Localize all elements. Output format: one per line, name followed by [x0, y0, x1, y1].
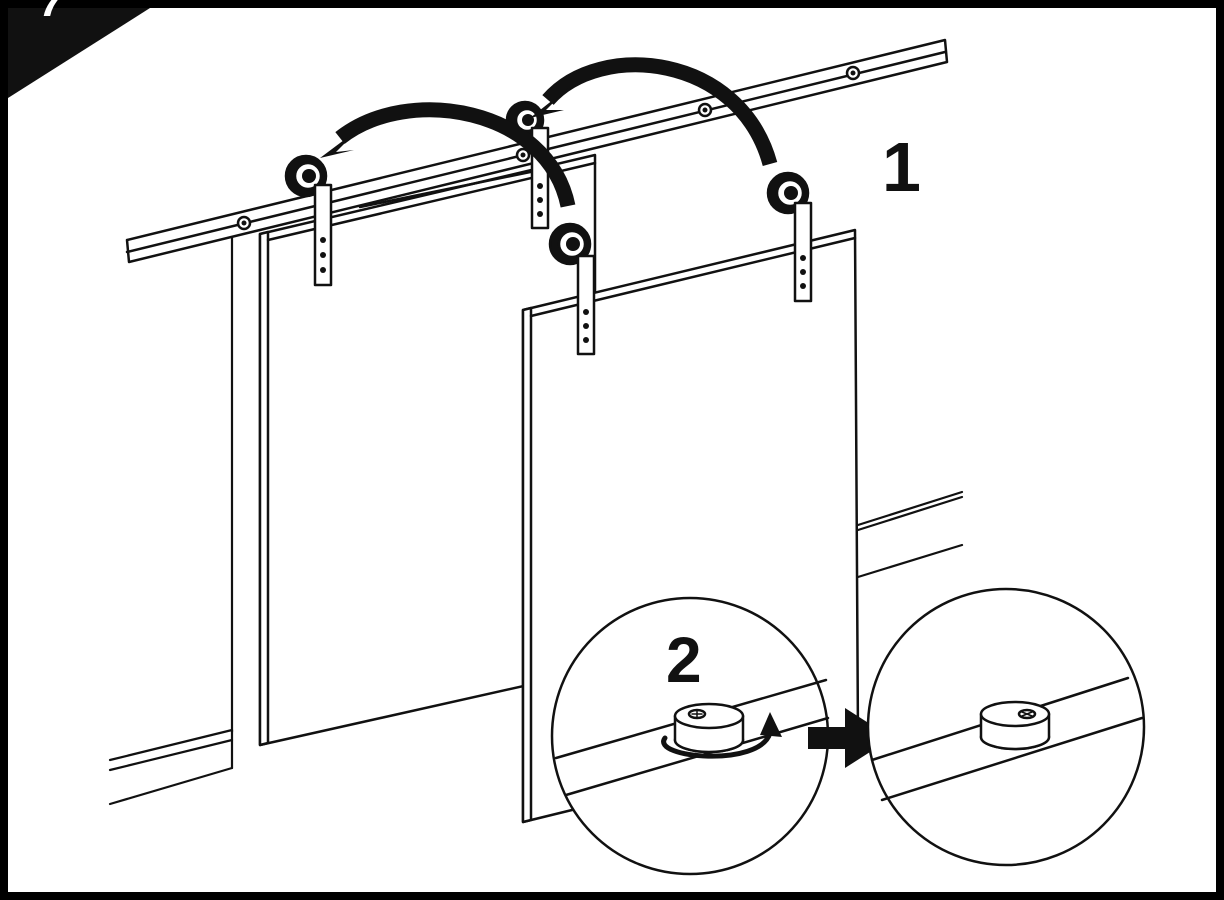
back-door-panel [258, 153, 597, 747]
hanger-front-left [548, 222, 596, 356]
rotate-arrow-icon [661, 712, 782, 759]
panel-step-number: 7 [40, 0, 65, 26]
step-2-label: 2 [666, 624, 702, 696]
wall-lines [108, 230, 964, 806]
detail-circle-after [866, 587, 1146, 867]
right-arrow-icon [808, 708, 892, 768]
curved-arrow-icon [530, 57, 778, 167]
phillips-screw-icon [687, 708, 707, 720]
phillips-screw-icon [1017, 708, 1037, 720]
curved-arrow-icon [320, 102, 576, 208]
hanger-front-right [766, 171, 813, 303]
step-1-label: 1 [882, 128, 921, 206]
hanger-back-left [284, 154, 333, 287]
corner-step-tab [8, 8, 150, 98]
